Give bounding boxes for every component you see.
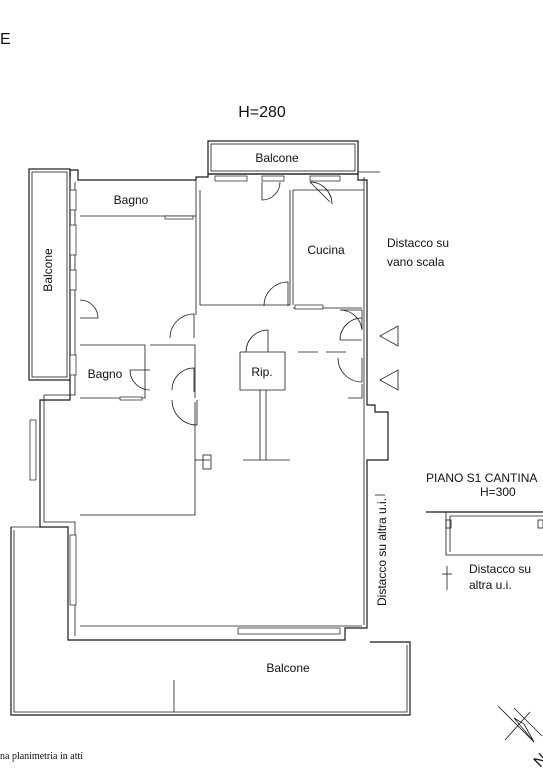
room-label-balcone-bottom: Balcone bbox=[266, 661, 310, 675]
cantina-height: H=300 bbox=[480, 485, 516, 499]
room-label-cucina: Cucina bbox=[307, 243, 345, 257]
cantina-walls bbox=[375, 494, 543, 590]
note-distacco-vano-line1: Distacco su bbox=[387, 236, 449, 250]
balcony-bottom bbox=[10, 526, 411, 716]
windows bbox=[29, 175, 341, 635]
corner-mark: E bbox=[0, 31, 11, 48]
note-distacco-vertical: Distacco su altra u.i. bbox=[375, 498, 389, 606]
room-label-balcone-left: Balcone bbox=[41, 248, 55, 292]
room-label-bagno-top: Bagno bbox=[114, 193, 149, 207]
height-label: H=280 bbox=[238, 104, 286, 121]
footer-caption: na planimetria in atti bbox=[0, 751, 83, 762]
room-label-bagno-left: Bagno bbox=[88, 367, 123, 381]
room-label-rip: Rip. bbox=[251, 365, 272, 379]
cantina-title: PIANO S1 CANTINA bbox=[426, 471, 537, 485]
north-arrow-icon bbox=[497, 705, 543, 743]
note-distacco-vano-line2: vano scala bbox=[387, 255, 445, 269]
note-distacco-cantina-line1: Distacco su bbox=[469, 562, 531, 576]
north-letter: N bbox=[531, 751, 543, 768]
apartment-walls bbox=[39, 169, 389, 641]
note-distacco-cantina-line2: altra u.i. bbox=[469, 578, 512, 592]
stair-arrows bbox=[379, 325, 399, 391]
doors bbox=[79, 181, 363, 426]
room-label-balcone-top: Balcone bbox=[255, 151, 299, 165]
